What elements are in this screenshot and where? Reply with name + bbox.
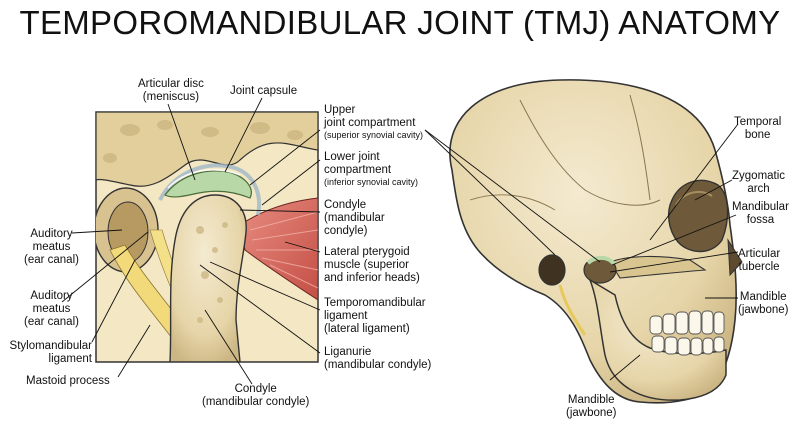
label-mandible-bottom: Mandible (jawbone) xyxy=(566,394,617,420)
label-line: (jawbone) xyxy=(738,304,789,316)
skull-zygomatic-arch xyxy=(609,255,707,279)
label-line: (lateral ligament) xyxy=(324,323,410,335)
label-line: Joint capsule xyxy=(230,85,298,97)
label-stylomandibular: Stylomandibular ligament xyxy=(2,340,92,366)
label-line: (inferior synovial cavity) xyxy=(324,177,419,187)
label-articular-tubercle: Articular tubercle xyxy=(738,248,780,274)
label-line: tubercle xyxy=(738,261,780,273)
diagram-title: TEMPOROMANDIBULAR JOINT (TMJ) ANATOMY xyxy=(19,4,781,41)
label-line: Mandible xyxy=(567,394,615,406)
label-line: (meniscus) xyxy=(142,91,200,103)
label-line: Temporomandibular xyxy=(324,297,426,309)
label-mandible-right: Mandible (jawbone) xyxy=(738,291,789,317)
skull-teeth xyxy=(649,310,725,356)
label-line: Liganurie xyxy=(324,346,372,358)
label-line: ligament xyxy=(324,310,368,322)
label-auditory-meatus-2: Auditory meatus (ear canal) xyxy=(24,290,79,329)
label-line: Mandible xyxy=(739,291,787,303)
mandibular-condyle-section xyxy=(169,194,247,362)
label-line: ligament xyxy=(48,353,92,365)
label-auditory-meatus-1: Auditory meatus (ear canal) xyxy=(24,228,79,267)
label-line: (ear canal) xyxy=(24,254,79,266)
label-line: Lower joint xyxy=(324,151,380,163)
label-line: meatus xyxy=(32,303,71,315)
label-line: and inferior heads) xyxy=(324,272,420,284)
label-line: joint compartment xyxy=(324,117,416,129)
articular-disc-shape xyxy=(164,170,252,199)
label-line: (mandibular condyle) xyxy=(202,396,310,408)
label-liganurie: Liganurie (mandibular condyle) xyxy=(324,346,431,372)
label-line: Mandibular xyxy=(732,201,789,213)
label-temporal-bone: Temporal bone xyxy=(734,116,781,142)
skull-orbit xyxy=(667,179,729,253)
label-zygomatic-arch: Zygomatic arch xyxy=(732,170,785,196)
label-line: (jawbone) xyxy=(566,407,617,419)
label-line: Condyle xyxy=(234,383,277,395)
label-line: Zygomatic xyxy=(732,170,786,182)
label-line: Auditory xyxy=(30,290,73,302)
label-line: Upper xyxy=(324,104,356,116)
label-line: Lateral pterygoid xyxy=(324,246,410,258)
lateral-pterygoid-muscle xyxy=(239,197,318,301)
label-line: Articular disc xyxy=(138,78,204,90)
leader-lines xyxy=(61,97,739,385)
label-condyle-bottom: Condyle (mandibular condyle) xyxy=(202,383,309,409)
label-articular-disc: Articular disc (meniscus) xyxy=(138,78,204,104)
label-line: Articular xyxy=(738,248,781,260)
label-line: Condyle xyxy=(324,199,367,211)
label-lower-compartment: Lower joint compartment (inferior synovi… xyxy=(324,151,418,188)
skull-mandible xyxy=(588,278,727,401)
skull-auditory-opening xyxy=(538,254,566,286)
skull-illustration xyxy=(449,79,743,404)
label-line: (mandibular xyxy=(324,212,385,224)
label-line: condyle) xyxy=(324,225,368,237)
label-line: Temporal xyxy=(734,116,782,128)
label-line: compartment xyxy=(324,164,392,176)
tmj-cross-section-panel xyxy=(95,111,319,363)
label-line: (superior synovial cavity) xyxy=(324,130,424,140)
label-mastoid: Mastoid process xyxy=(26,375,110,388)
label-condyle-right: Condyle (mandibular condyle) xyxy=(324,199,385,238)
label-line: meatus xyxy=(32,241,71,253)
label-line: bone xyxy=(744,129,771,141)
label-line: fossa xyxy=(746,214,775,226)
label-joint-capsule: Joint capsule xyxy=(230,85,297,98)
label-line: Stylomandibular xyxy=(9,340,92,352)
label-line: arch xyxy=(747,183,770,195)
label-line: muscle (superior xyxy=(324,259,409,271)
label-line: Mastoid process xyxy=(26,375,110,387)
label-line: Auditory xyxy=(30,228,73,240)
label-line: (mandibular condyle) xyxy=(324,359,432,371)
label-mandibular-fossa: Mandibular fossa xyxy=(732,201,789,227)
label-lateral-pterygoid: Lateral pterygoid muscle (superior and i… xyxy=(324,246,420,285)
label-tm-ligament: Temporomandibular ligament (lateral liga… xyxy=(324,297,426,336)
label-upper-compartment: Upper joint compartment (superior synovi… xyxy=(324,104,423,141)
label-line: (ear canal) xyxy=(24,316,79,328)
